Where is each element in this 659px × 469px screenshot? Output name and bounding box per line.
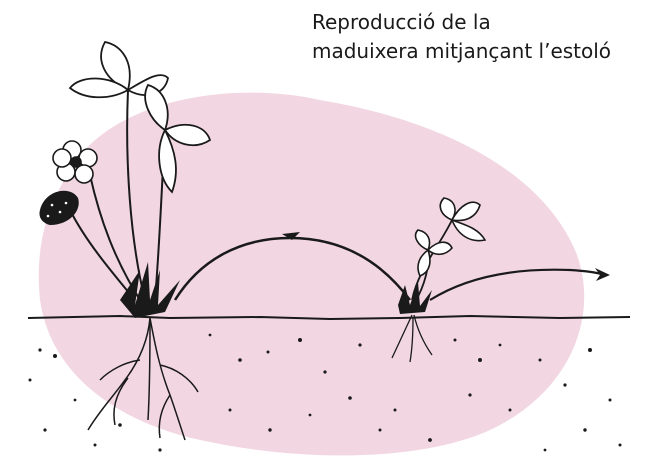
- caption-line-2: maduixera mitjançant l’estoló: [312, 37, 652, 66]
- runner-tip: [595, 268, 610, 281]
- diagram-caption: Reproducció de la maduixera mitjançant l…: [312, 8, 652, 66]
- caption-line-1: Reproducció de la: [312, 8, 652, 37]
